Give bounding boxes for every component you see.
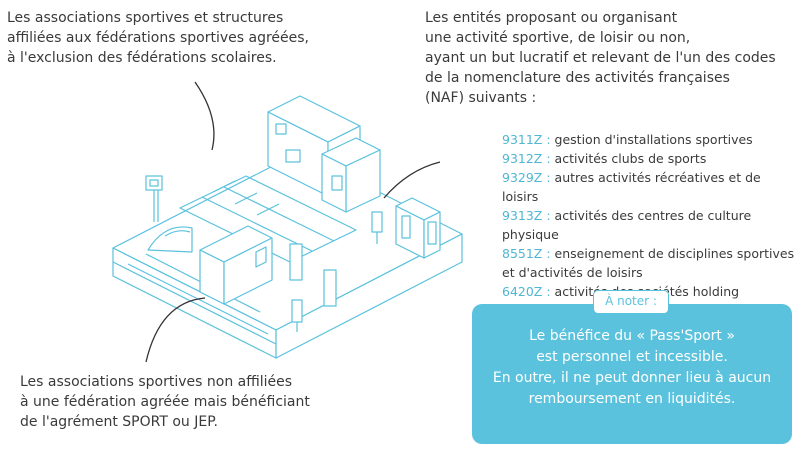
note-line: est personnel et incessible.: [536, 349, 728, 365]
commercial-entities-text: Les entités proposant ou organisant une …: [425, 8, 795, 108]
bollards: [289, 211, 383, 332]
text-line: de l'agrément SPORT ou JEP.: [20, 414, 218, 430]
note-badge: À noter :: [593, 290, 669, 314]
naf-label: activités des centres de culture physiqu…: [502, 208, 752, 242]
text-line: Les entités proposant ou organisant: [425, 10, 678, 26]
naf-code: 9312Z :: [502, 151, 551, 166]
naf-label: activités clubs de sports: [554, 151, 707, 166]
small-building: [199, 225, 273, 305]
pointer-arrow-bottom-left: [145, 297, 206, 363]
text-line: à une fédération agréée mais bénéficiant: [20, 394, 310, 410]
text-line: Les associations sportives non affiliées: [20, 374, 293, 390]
naf-item: 9311Z : gestion d'installations sportive…: [502, 130, 797, 149]
naf-item-continuation: et d'activités de loisirs: [502, 263, 797, 282]
note-text: Le bénéfice du « Pass'Sport » est person…: [472, 326, 792, 410]
main-building: [267, 95, 381, 213]
naf-code: 9329Z :: [502, 170, 551, 185]
naf-code: 6420Z :: [502, 284, 551, 299]
affiliated-associations-text: Les associations sportives et structures…: [7, 8, 327, 68]
naf-item: 9313Z : activités des centres de culture…: [502, 206, 797, 244]
note-line: En outre, il ne peut donner lieu à aucun: [492, 370, 772, 386]
vending-machines: [395, 197, 441, 259]
text-line: ayant un but lucratif et relevant de l'u…: [425, 50, 776, 66]
naf-item: 9329Z : autres activités récréatives et …: [502, 168, 797, 206]
naf-label: et d'activités de loisirs: [502, 265, 643, 280]
naf-item: 9312Z : activités clubs de sports: [502, 149, 797, 168]
note-box: Le bénéfice du « Pass'Sport » est person…: [472, 304, 792, 444]
naf-item: 8551Z : enseignement de disciplines spor…: [502, 244, 797, 263]
dome-structure: [147, 226, 193, 253]
pointer-arrow-top-left: [194, 81, 215, 151]
naf-code: 9313Z :: [502, 208, 551, 223]
naf-label: enseignement de disciplines sportives: [554, 246, 795, 261]
text-line: (NAF) suivants :: [425, 90, 537, 106]
naf-label: autres activités récréatives et de loisi…: [502, 170, 761, 204]
text-line: à l'exclusion des fédérations scolaires.: [7, 50, 277, 66]
basketball-hoop: [145, 175, 163, 222]
base-platform: [112, 151, 463, 359]
text-line: de la nomenclature des activités françai…: [425, 70, 730, 86]
non-affiliated-associations-text: Les associations sportives non affiliées…: [20, 372, 340, 432]
text-line: affiliées aux fédérations sportives agré…: [7, 30, 310, 46]
naf-code: 8551Z :: [502, 246, 551, 261]
text-line: une activité sportive, de loisir ou non,: [425, 30, 691, 46]
text-line: Les associations sportives et structures: [7, 10, 284, 26]
naf-code: 9311Z :: [502, 132, 551, 147]
pointer-arrow-top-right: [383, 161, 441, 199]
naf-label: gestion d'installations sportives: [554, 132, 753, 147]
naf-code-list: 9311Z : gestion d'installations sportive…: [502, 130, 797, 301]
note-line: Le bénéfice du « Pass'Sport »: [529, 328, 735, 344]
note-line: remboursement en liquidités.: [528, 391, 736, 407]
